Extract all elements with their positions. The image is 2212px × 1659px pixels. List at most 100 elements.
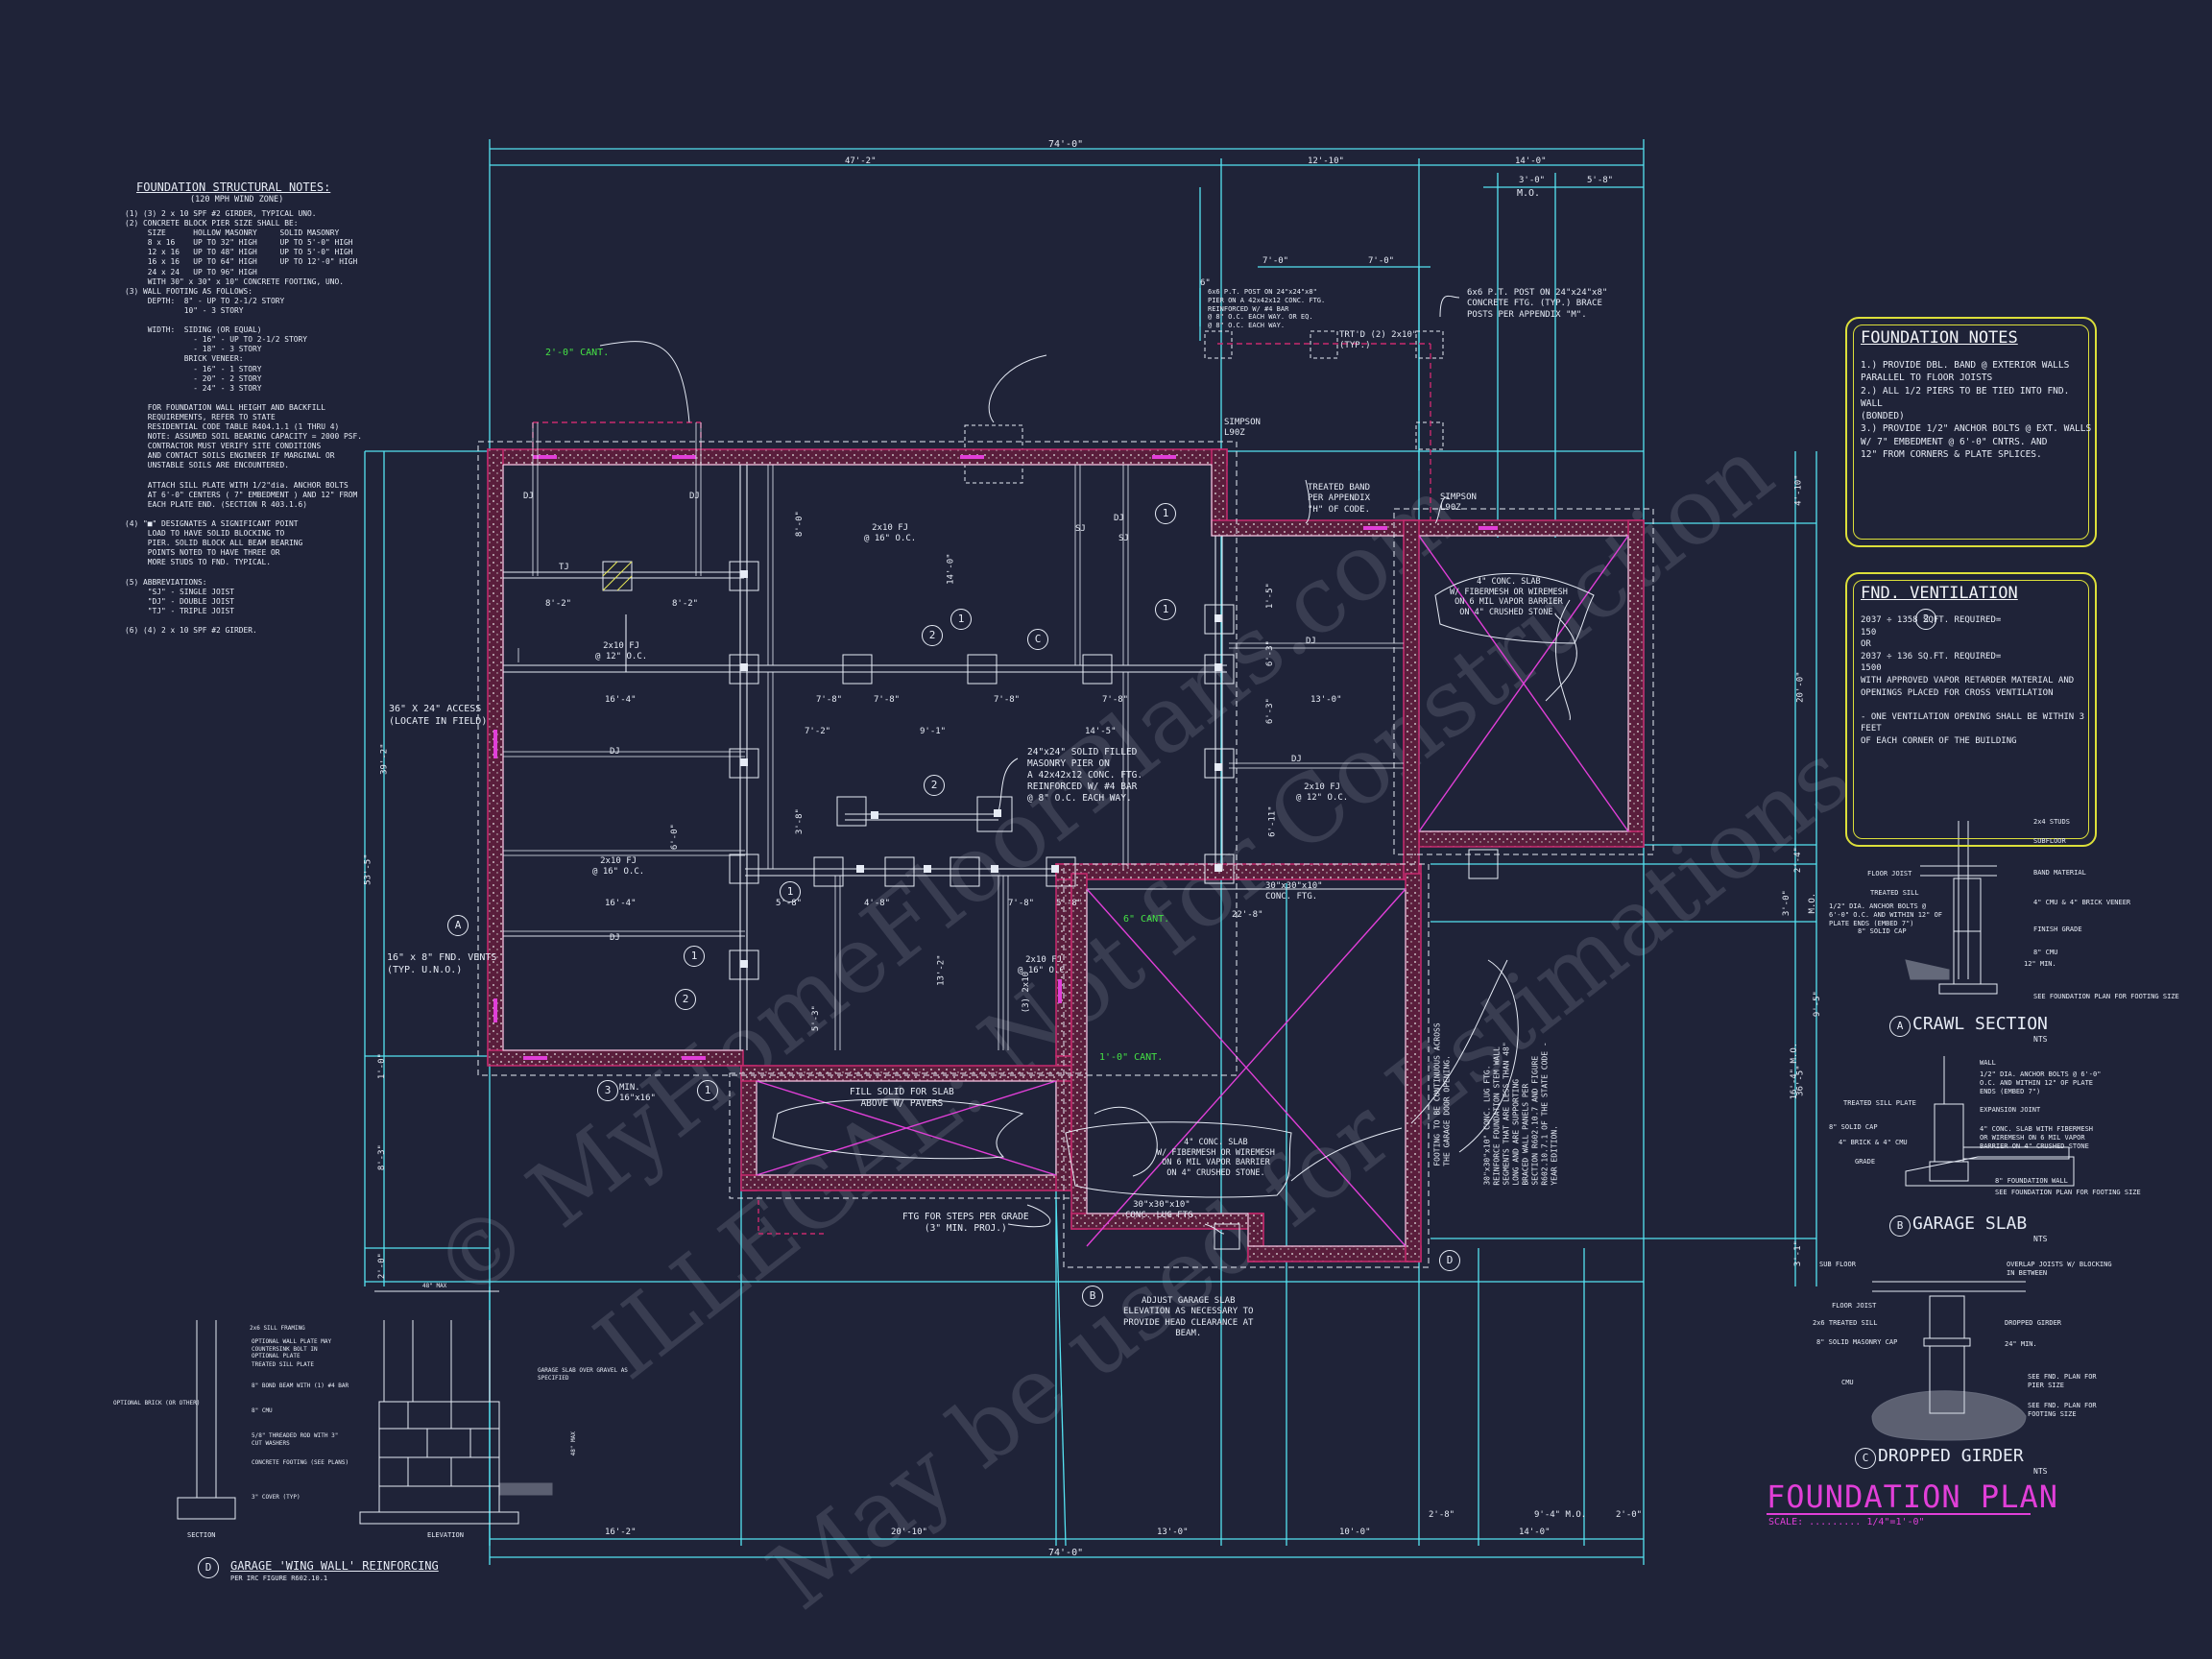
label-lug: 30"x30"x10" CONC. LUG FTG. [1125, 1200, 1198, 1221]
detail-b-label: GRADE [1855, 1158, 1876, 1166]
detail-a-label: FLOOR JOIST [1867, 870, 1912, 878]
ventilation-note-line [1861, 699, 2095, 711]
structural-note-line: (3) WALL FOOTING AS FOLLOWS: [125, 286, 253, 296]
label-door: FOOTING TO BE CONTINUOUS ACROSS THE GARA… [1432, 1022, 1452, 1166]
label-span: 6'-3" [1264, 698, 1275, 725]
ventilation-box: FND. VENTILATION 2037 ÷ 1358 SQFT. REQUI… [1845, 572, 2097, 847]
detail-a-label: FINISH GRADE [2033, 926, 2082, 933]
detail-d-label: 48" MAX [569, 1431, 577, 1456]
detail-d-label: 2x6 SILL FRAMING [250, 1325, 305, 1332]
label-sj: SJ [1075, 524, 1086, 534]
label-span: 22'-8" [1232, 910, 1263, 920]
detail-d-marker: D [198, 1557, 219, 1578]
structural-note-line [125, 510, 362, 519]
ventilation-note-line: - ONE VENTILATION OPENING SHALL BE WITHI… [1861, 711, 2084, 734]
callout-bubble: 2 [1915, 609, 1936, 630]
structural-note-line: - 16" - UP TO 2-1/2 STORY [125, 335, 308, 345]
ventilation-note-line: OR [1861, 639, 1871, 650]
label-porch-slab: 4" CONC. SLAB W/ FIBERMESH OR WIREMESH O… [1450, 577, 1568, 617]
structural-note-line: 10" - 3 STORY [125, 305, 244, 315]
label-fill: FILL SOLID FOR SLAB ABOVE W/ PAVERS [850, 1087, 954, 1109]
detail-a-label: TREATED SILL [1870, 889, 1919, 897]
detail-d-label: OPTIONAL WALL PLATE MAY COUNTERSINK BOLT… [252, 1338, 335, 1359]
callout-bubble: 3 [597, 1080, 618, 1101]
step-outline [757, 1200, 826, 1235]
detail-b-label: 8" SOLID CAP [1829, 1123, 1878, 1131]
label-span: 8'-2" [545, 599, 572, 609]
section-mark: C [1027, 629, 1048, 650]
label-vents: 16" x 8" FND. VENTS (TYP. U.N.O.) [387, 952, 497, 975]
callout-bubble: 1 [780, 881, 801, 902]
foundation-note-line: 1.) PROVIDE DBL. BAND @ EXTERIOR WALLS [1861, 360, 2070, 371]
detail-b-nts: NTS [2033, 1235, 2048, 1243]
structural-note-line: REQUIREMENTS, REFER TO STATE [125, 412, 276, 421]
structural-note-line: (4) "■" DESIGNATES A SIGNIFICANT POINT [125, 519, 299, 528]
structural-note-line: SIZE HOLLOW MASONRY SOLID MASONRY [125, 228, 340, 238]
label-span: 16'-4" [605, 695, 637, 705]
sheet-title: FOUNDATION PLAN [1767, 1479, 2058, 1515]
detail-d-label: 8" BOND BEAM WITH (1) #4 BAR [252, 1382, 349, 1389]
structural-notes-subheading: (120 MPH WIND ZONE) [190, 195, 284, 204]
label-span: 3'-8" [794, 808, 805, 835]
structural-note-line: POINTS NOTED TO HAVE THREE OR [125, 548, 280, 558]
callout-bubble: 1 [697, 1080, 718, 1101]
callout-bubble: 1 [950, 609, 972, 630]
structural-note-line: - 20" - 2 STORY [125, 373, 262, 383]
label-tj: TJ [559, 563, 569, 572]
detail-c-label: 2x6 TREATED SILL [1813, 1319, 1878, 1327]
dim-left: 53'-5" [363, 854, 373, 885]
dim-top-small: 7'-0" [1262, 256, 1289, 266]
dim-top-right: M.O. [1517, 188, 1541, 199]
structural-note-line: AT 6'-0" CENTERS ( 7" EMBEDMENT ) AND 12… [125, 490, 358, 499]
dim-top-part: 12'-10" [1308, 156, 1344, 166]
label-adjust: ADJUST GARAGE SLAB ELEVATION AS NECESSAR… [1123, 1296, 1254, 1338]
dim-bottom-overall: 74'-0" [1048, 1548, 1084, 1558]
label-cant-2: 2'-0" CANT. [545, 348, 610, 358]
structural-note-line: RESIDENTIAL CODE TABLE R404.1.1 (1 THRU … [125, 422, 340, 432]
structural-note-line: WIDTH: SIDING (OR EQUAL) [125, 325, 262, 335]
label-span: 7'-2" [805, 727, 831, 736]
structural-note-line [125, 567, 362, 577]
detail-a-label: 8" SOLID CAP [1858, 927, 1907, 935]
label-span: 6'-0" [669, 824, 680, 851]
label-span: 13'-0" [1310, 695, 1342, 705]
foundation-note-line: 2.) ALL 1/2 PIERS TO BE TIED INTO FND. W… [1861, 385, 2070, 409]
structural-note-line: (1) (3) 2 x 10 SPF #2 GIRDER, TYPICAL UN… [125, 209, 317, 218]
dim-left: 1'-0" [376, 1053, 387, 1080]
fnd-vents [493, 455, 1498, 1060]
label-min: MIN. 16"x16" [619, 1083, 656, 1104]
detail-b-label: 4" CONC. SLAB WITH FIBERMESH OR WIREMESH… [1980, 1125, 2098, 1150]
piers [729, 561, 1499, 1250]
label-span: 9'-1" [920, 727, 947, 736]
dim-right: 3'-0" [1781, 890, 1791, 917]
label-lug-note: 30"x30"x10" CONC. LUG FTG. REINFORCE FOU… [1482, 1042, 1559, 1186]
detail-a-title: CRAWL SECTION [1912, 1014, 2048, 1034]
detail-a-label: 1/2" DIA. ANCHOR BOLTS @ 6'-0" O.C. AND … [1829, 902, 1947, 927]
label-dj: DJ [1291, 755, 1302, 764]
structural-note-line: LOAD TO HAVE SOLID BLOCKING TO [125, 529, 285, 539]
detail-a-label: SUBFLOOR [2033, 837, 2066, 845]
structural-note-line: 8 x 16 UP TO 32" HIGH UP TO 5'-0" HIGH [125, 238, 353, 248]
structural-note-line [125, 471, 362, 481]
ventilation-note-line: OPENINGS PLACED FOR CROSS VENTILATION [1861, 687, 2054, 698]
detail-d-elevation-label: ELEVATION [427, 1531, 464, 1539]
detail-d-label: GARAGE SLAB OVER GRAVEL AS SPECIFIED [538, 1367, 632, 1382]
label-pier: 24"x24" SOLID FILLED MASONRY PIER ON A 4… [1027, 747, 1143, 804]
detail-a-label: BAND MATERIAL [2033, 869, 2086, 877]
dim-bottom-part: 2'-0" [1616, 1510, 1643, 1520]
label-access: 36" X 24" ACCESS (LOCATE IN FIELD) [389, 704, 488, 727]
dim-left: 39'-2" [379, 743, 390, 775]
dim-bottom-part: 20'-10" [891, 1527, 927, 1537]
label-span: 14'-5" [1085, 727, 1117, 736]
detail-c-label: FLOOR JOIST [1832, 1302, 1877, 1310]
structural-note-line [125, 394, 362, 403]
hatched-pier [602, 561, 633, 591]
label-dj: DJ [689, 492, 700, 501]
detail-c-label: 24" MIN. [2005, 1340, 2037, 1348]
structural-note-line: DEPTH: 8" - UP TO 2-1/2 STORY [125, 296, 285, 305]
detail-b-label: EXPANSION JOINT [1980, 1106, 2041, 1114]
detail-b-title: GARAGE SLAB [1912, 1214, 2028, 1234]
detail-c-nts: NTS [2033, 1467, 2048, 1476]
ventilation-note-line: 1500 [1861, 663, 1882, 674]
